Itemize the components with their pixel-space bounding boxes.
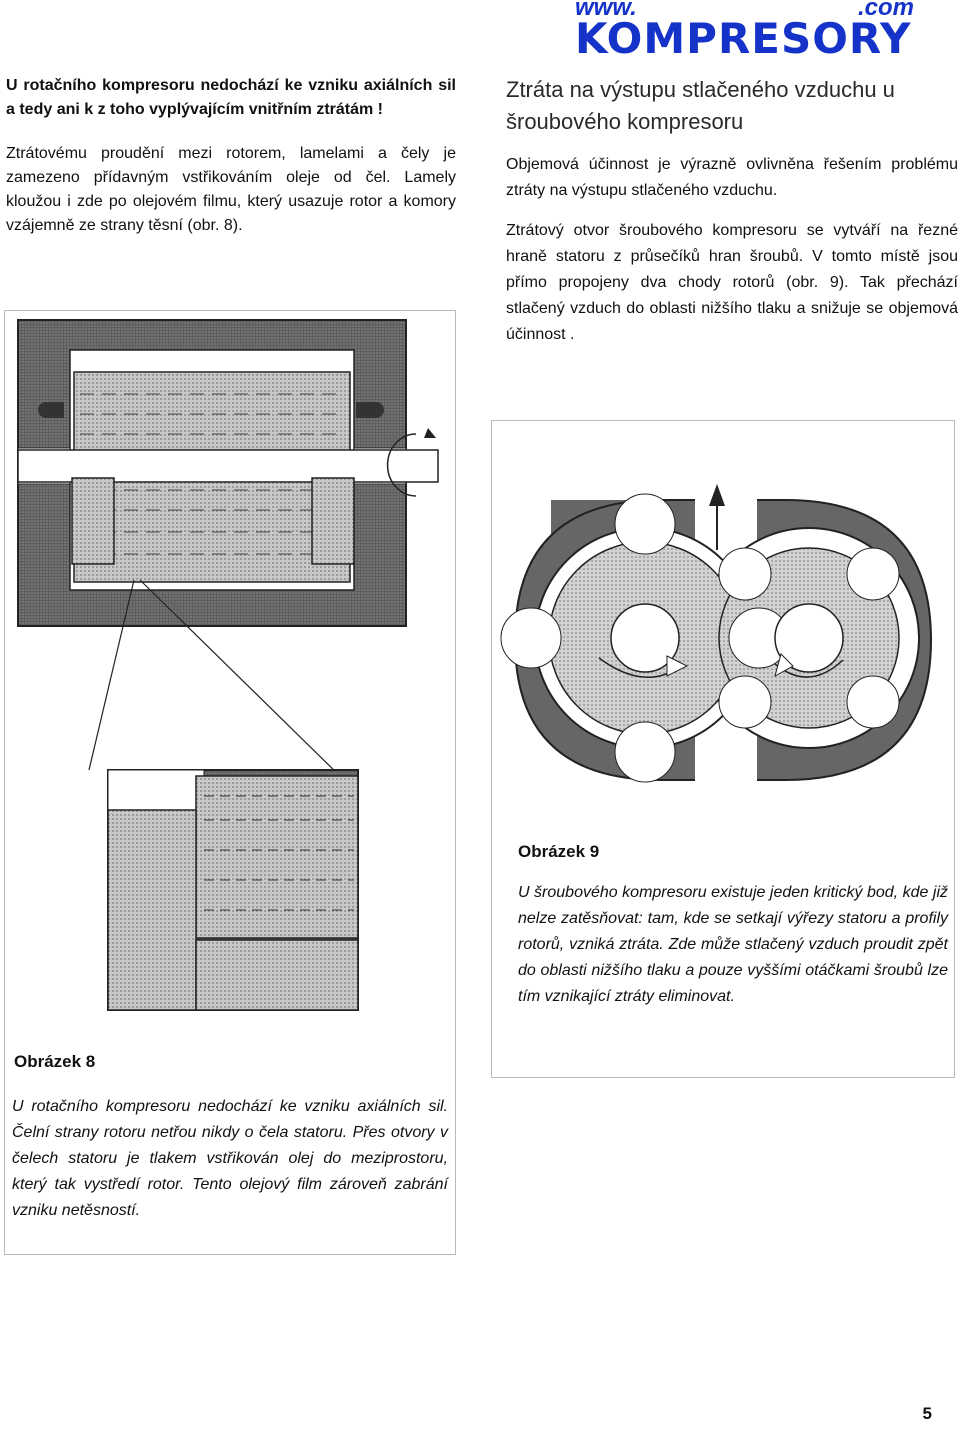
section-text: Objemová účinnost je výrazně ovlivněna ř…: [506, 152, 958, 362]
kompresory-logo: www. .com KOMPRESORY: [575, 0, 920, 63]
figure-9-drawing: [500, 480, 933, 790]
logo-wordmark: KOMPRESORY: [575, 14, 912, 63]
figure-9-frame: [491, 420, 955, 1078]
logo-com: .com: [857, 0, 914, 21]
intro-text: U rotačního kompresoru nedochází ke vzni…: [6, 74, 456, 258]
intro-paragraph-1: U rotačního kompresoru nedochází ke vzni…: [6, 77, 456, 118]
figure-9-caption: U šroubového kompresoru existuje jeden k…: [518, 884, 948, 1005]
logo-www: www.: [575, 0, 637, 21]
figure-8-drawing: [17, 319, 439, 1011]
section-paragraph-2: Ztrátový otvor šroubového kompresoru se …: [506, 222, 958, 343]
figure-8-frame: [4, 310, 456, 1255]
intro-paragraph-2: Ztrátovému proudění mezi rotorem, lamela…: [6, 145, 456, 234]
section-paragraph-1: Objemová účinnost je výrazně ovlivněna ř…: [506, 156, 958, 199]
figure-8-title: Obrázek 8: [14, 1052, 96, 1071]
figure-8-caption: U rotačního kompresoru nedochází ke vzni…: [12, 1098, 448, 1219]
figure-9-title: Obrázek 9: [518, 842, 600, 861]
section-heading: Ztráta na výstupu stlačeného vzduchu u š…: [506, 77, 895, 134]
page-number: 5: [922, 1404, 932, 1423]
